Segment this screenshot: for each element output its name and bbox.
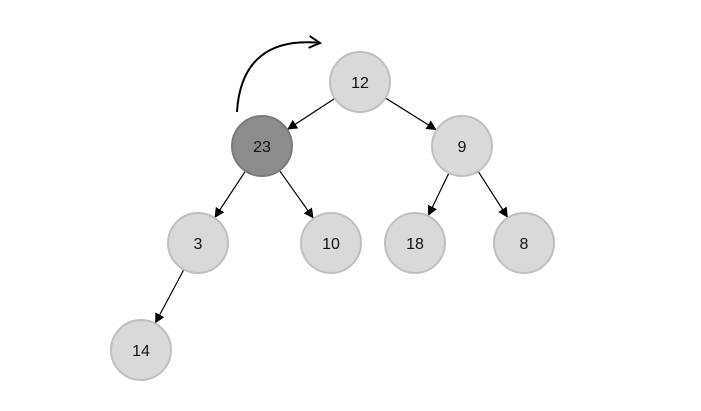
node-circle	[300, 212, 362, 274]
node-label: 9	[458, 139, 467, 156]
node-circle	[493, 212, 555, 274]
tree-node-12: 12	[329, 51, 391, 113]
edge-n12-n23	[287, 97, 336, 130]
edge-n3-n14	[155, 269, 185, 324]
highlighted-node-circle	[231, 115, 293, 177]
nodes: 12 23 9 3 10 18 8 14	[110, 51, 555, 381]
node-circle	[431, 115, 493, 177]
edge-n23-n3	[214, 170, 246, 218]
node-label: 10	[322, 236, 340, 253]
node-label: 14	[132, 343, 150, 360]
edge-n9-n8	[477, 170, 508, 218]
tree-node-23: 23	[231, 115, 293, 177]
edge-n9-n18	[427, 172, 450, 217]
tree-node-8: 8	[493, 212, 555, 274]
swap-arrow-curve	[236, 42, 320, 113]
tree-node-10: 10	[300, 212, 362, 274]
tree-node-18: 18	[384, 212, 446, 274]
node-label: 12	[351, 75, 369, 92]
node-circle	[110, 319, 172, 381]
node-label: 23	[253, 139, 271, 156]
tree-node-9: 9	[431, 115, 493, 177]
edges	[155, 97, 508, 324]
node-label: 8	[520, 236, 529, 253]
tree-node-3: 3	[167, 212, 229, 274]
node-circle	[384, 212, 446, 274]
node-label: 3	[194, 236, 203, 253]
node-circle	[329, 51, 391, 113]
node-label: 18	[406, 236, 424, 253]
swap-arrow	[236, 42, 320, 113]
edge-n12-n9	[385, 97, 437, 131]
edge-n23-n10	[278, 170, 314, 219]
tree-node-14: 14	[110, 319, 172, 381]
node-circle	[167, 212, 229, 274]
